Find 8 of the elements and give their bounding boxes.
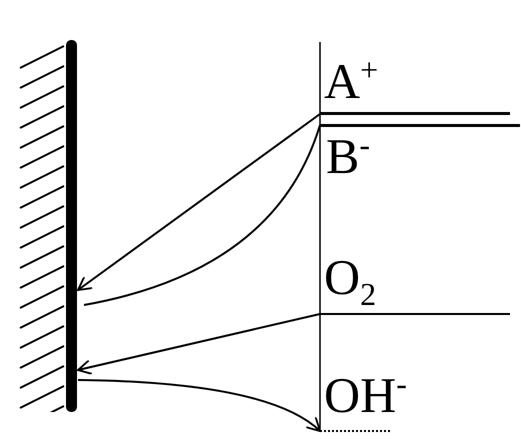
arrow xyxy=(77,313,320,375)
level-label: A$^{+}$ xyxy=(324,56,378,106)
level-label: OH$^{-}$ xyxy=(324,370,407,420)
electrode-drawing xyxy=(18,40,78,412)
arrow xyxy=(77,113,321,291)
curved-arrow xyxy=(78,379,321,432)
level-label: B$^{-}$ xyxy=(326,131,370,181)
curved-line xyxy=(84,124,321,306)
